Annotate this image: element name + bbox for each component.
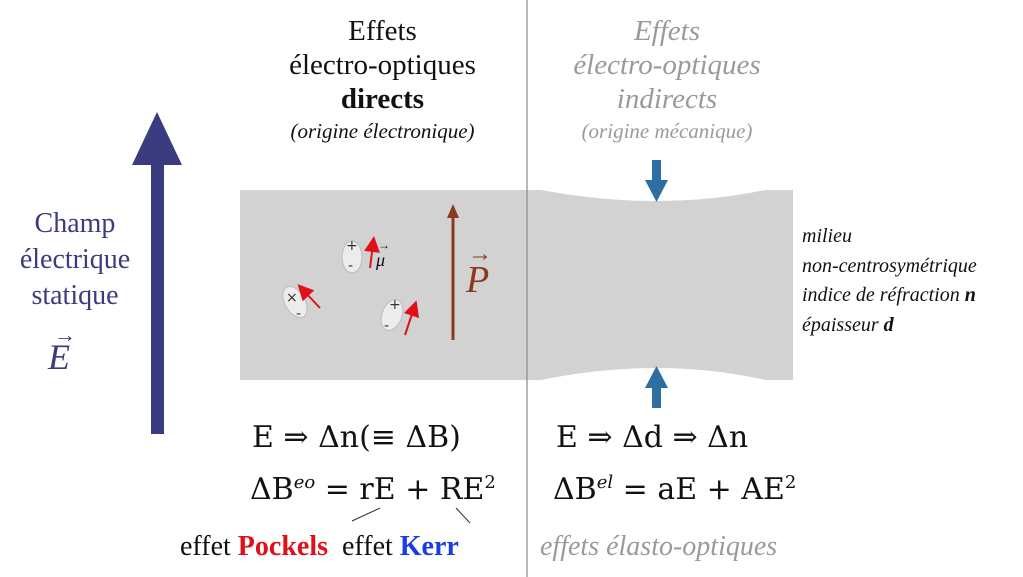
indirect-effects-heading: Effets électro-optiques indirects (origi… <box>527 14 807 146</box>
field-symbol-letter: E <box>48 337 70 377</box>
medium-text: indice de réfraction <box>802 284 965 306</box>
medium-text: épaisseur <box>802 313 884 336</box>
vector-arrow-icon: → <box>468 241 492 267</box>
medium-slab <box>240 190 793 380</box>
equation-left-2: ΔBeo = rE + RE2 <box>250 472 496 507</box>
equation-right-1: E ⇒ Δd ⇒ Δn <box>556 420 748 455</box>
equation-text: E ⇒ Δd ⇒ Δn <box>556 420 749 455</box>
medium-line: non-centrosymétrique <box>802 254 977 277</box>
equation-right-2: ΔBel = aE + AE2 <box>553 472 796 507</box>
vector-arrow-icon: → <box>54 322 76 347</box>
field-arrow-icon <box>132 112 182 434</box>
charge-minus: - <box>384 318 390 334</box>
medium-properties: milieu non-centrosymétrique indice de ré… <box>802 222 977 340</box>
compression-arrow-bottom-icon <box>645 366 668 408</box>
medium-var: d <box>883 313 894 336</box>
charge-minus: - <box>296 306 302 322</box>
medium-line: indice de réfraction n <box>802 281 977 311</box>
heading-bold: directs <box>340 83 425 115</box>
equation-text: = rE + RE <box>315 472 485 507</box>
equation-sup: el <box>596 472 614 493</box>
equation-sup: eo <box>293 472 316 493</box>
equation-exp: 2 <box>784 472 797 493</box>
equation-text: E ⇒ Δn(≡ ΔB) <box>252 420 461 455</box>
effet-label: effet <box>342 531 400 562</box>
heading-line: Effets <box>633 15 701 47</box>
charge-minus: - <box>348 258 354 274</box>
charge-cross: × <box>286 290 298 306</box>
medium-line: milieu <box>802 225 852 247</box>
field-label-line: statique <box>31 280 119 311</box>
mu-label: → μ <box>376 238 390 271</box>
polarization-symbol: P <box>466 259 490 301</box>
equation-text: ΔB <box>553 472 597 507</box>
effet-label: effet <box>180 531 238 562</box>
field-label: Champ électrique statique <box>0 206 150 314</box>
medium-line: épaisseur d <box>802 311 977 341</box>
medium-var: n <box>964 284 976 306</box>
polarization-arrow-icon <box>447 204 459 340</box>
field-label-line: électrique <box>19 244 131 275</box>
mu-symbol: μ <box>376 250 386 270</box>
equation-text: = aE + AE <box>613 472 785 507</box>
molecule-right-icon <box>380 299 420 336</box>
charge-plus: + <box>389 297 401 313</box>
heading-line: Effets <box>348 15 417 47</box>
polarization-label: → P <box>466 241 492 302</box>
equation-exp: 2 <box>484 472 496 493</box>
compression-arrow-top-icon <box>645 160 668 202</box>
kerr-label: Kerr <box>399 531 459 562</box>
field-label-line: Champ <box>34 208 116 239</box>
pockels-connector <box>351 507 381 522</box>
direct-effects-heading: Effets électro-optiques directs (origine… <box>240 14 525 146</box>
vector-arrow-icon: → <box>378 238 390 252</box>
heading-line: indirects <box>616 83 718 115</box>
bottom-effects-left: effet Pockels effet Kerr <box>180 531 459 563</box>
equation-text: ΔB <box>250 472 294 507</box>
field-symbol: → E <box>48 322 76 378</box>
equation-left-1: E ⇒ Δn(≡ ΔB) <box>252 420 461 455</box>
charge-plus: + <box>346 238 358 254</box>
elasto-optic-label: effets élasto-optiques <box>540 531 778 562</box>
pockels-label: Pockels <box>237 531 328 562</box>
molecule-left-icon <box>282 284 321 319</box>
heading-subtitle: (origine mécanique) <box>581 119 753 143</box>
kerr-connector <box>455 507 471 524</box>
heading-line: électro-optiques <box>289 49 476 81</box>
heading-subtitle: (origine électronique) <box>290 119 475 143</box>
heading-line: électro-optiques <box>573 49 761 81</box>
molecule-top-icon <box>341 236 380 274</box>
